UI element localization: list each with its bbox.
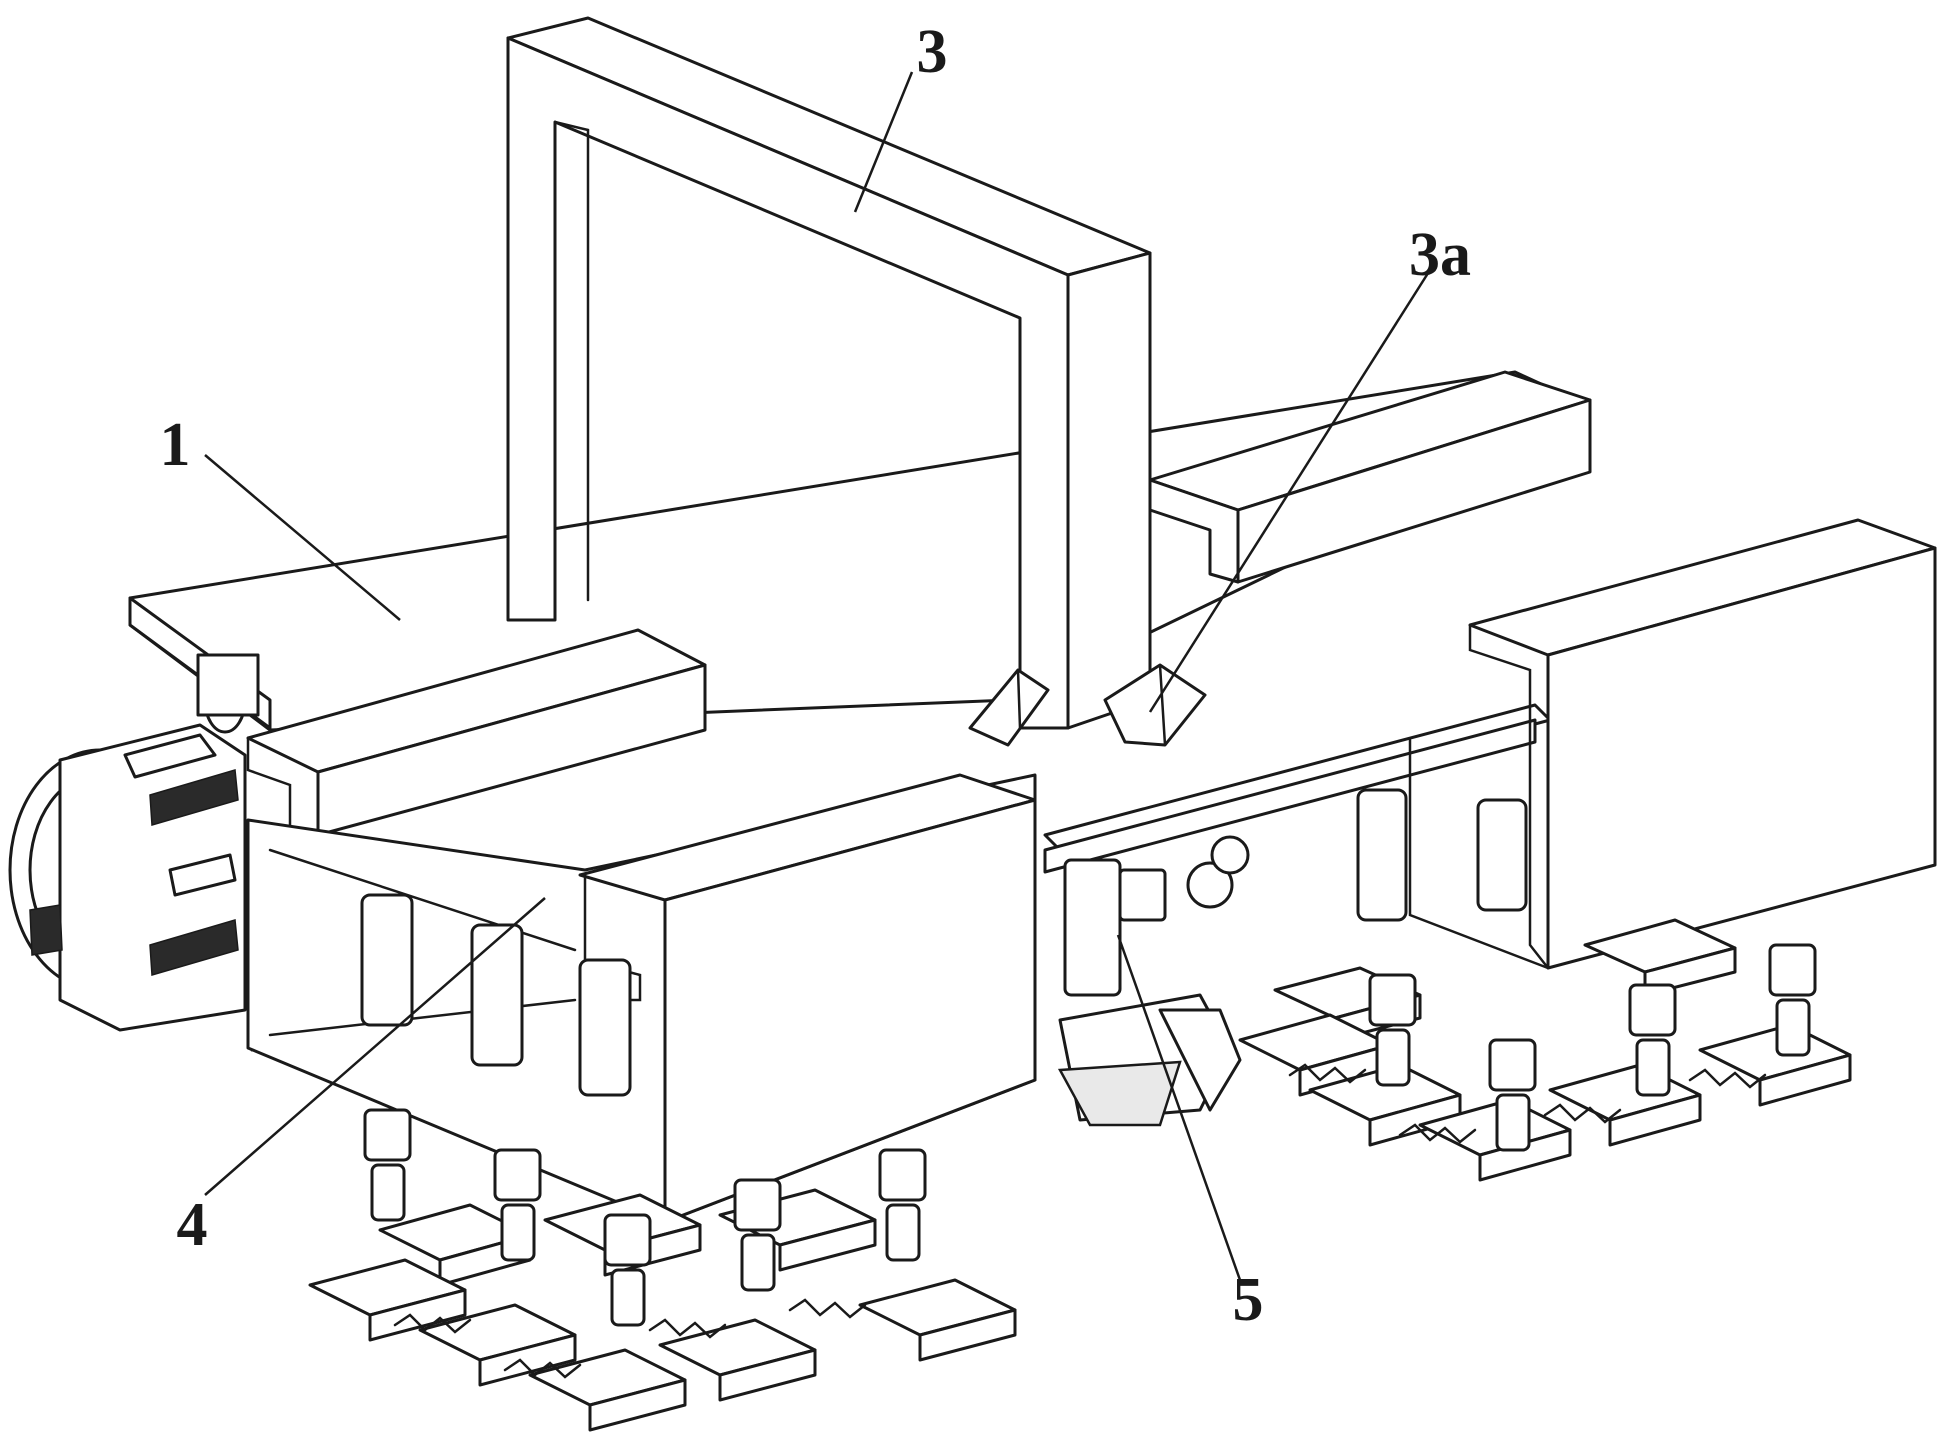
- leader-4: [204, 897, 546, 1196]
- leader-lines: [204, 71, 1432, 1281]
- label-3: 3: [917, 18, 948, 86]
- label-1: 1: [160, 411, 191, 479]
- front-rail: [246, 628, 707, 837]
- wheel-teeth: [29, 733, 239, 976]
- right-legs: [1368, 943, 1817, 1152]
- label-3a: 3a: [1409, 221, 1471, 289]
- left-box-housing: [246, 773, 1037, 1224]
- left-wheel-assembly: [8, 653, 260, 1032]
- right-pad-row-front: [1238, 1013, 1852, 1182]
- leader-3: [853, 71, 914, 213]
- label-4: 4: [177, 1191, 208, 1259]
- leader-3a: [1148, 269, 1432, 713]
- rear-rail: [1148, 370, 1592, 584]
- left-legs: [363, 1108, 927, 1327]
- cross-beam: [1043, 703, 1552, 874]
- gantry-frame: [506, 16, 1152, 730]
- right-springs: [1288, 1063, 1767, 1144]
- label-5: 5: [1233, 1266, 1264, 1334]
- left-pad-row-front: [308, 1258, 1017, 1432]
- right-box-housing: [1356, 518, 1937, 970]
- leader-5: [1116, 934, 1242, 1281]
- right-foot-pads: [1238, 918, 1852, 1182]
- left-springs: [393, 1298, 867, 1379]
- left-foot-pads: [308, 1108, 1017, 1432]
- reference-labels: 3 3a 1 4 5: [160, 18, 1472, 1334]
- middle-mechanism: [1057, 835, 1250, 1127]
- leader-1: [204, 454, 401, 621]
